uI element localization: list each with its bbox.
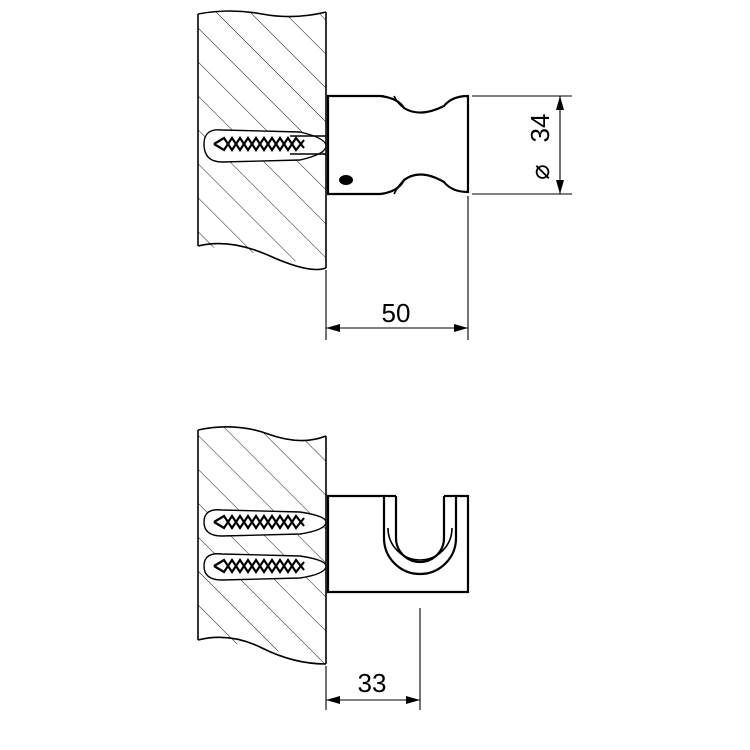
top-wall-anchor — [203, 129, 327, 163]
top-diameter-dimension: ⌀ 34 — [472, 95, 572, 195]
bottom-length-dimension: 33 — [325, 608, 421, 710]
length-50-label: 50 — [382, 298, 411, 328]
diameter-symbol: ⌀ — [525, 164, 555, 180]
length-33-label: 33 — [358, 668, 387, 698]
screw-hole — [339, 175, 353, 185]
bottom-wall-section — [197, 426, 327, 665]
bottom-holder-body — [326, 494, 470, 594]
bottom-wall-anchor-upper — [203, 509, 327, 537]
top-length-dimension: 50 — [325, 196, 469, 340]
bottom-wall-anchor-lower — [203, 553, 327, 581]
diameter-value: 34 — [525, 114, 555, 143]
top-holder-body — [326, 94, 470, 196]
